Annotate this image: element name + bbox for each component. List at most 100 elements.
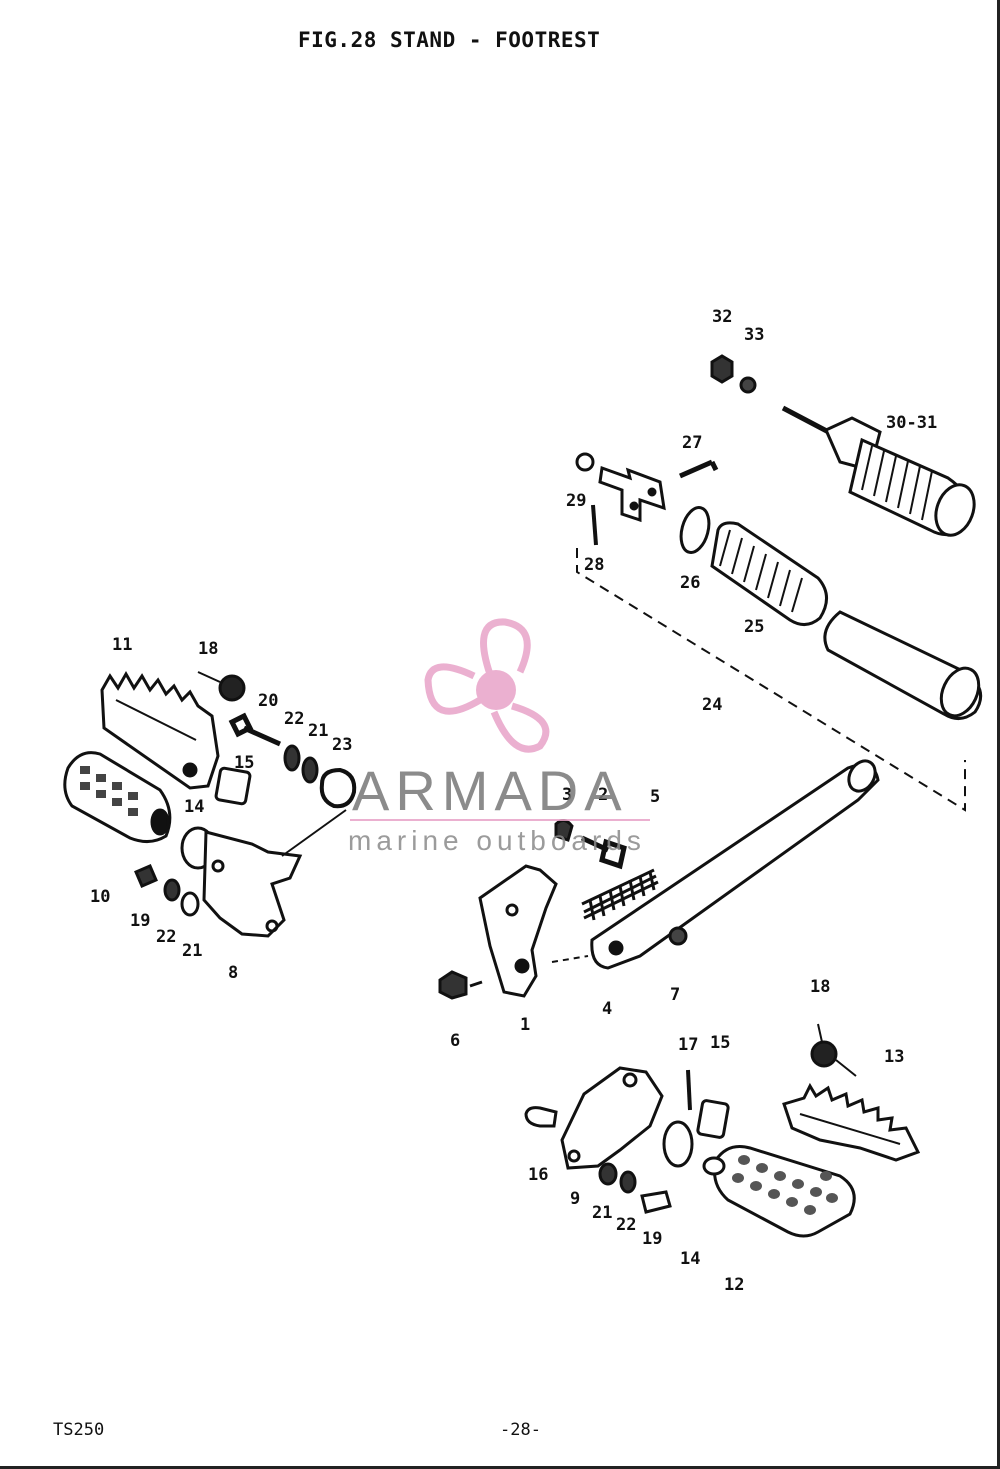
- callout-21-right: 21: [592, 1203, 612, 1223]
- callout-5: 5: [650, 787, 660, 807]
- front-right-footrest-assembly: [524, 1023, 921, 1238]
- footrest-plate-11: [100, 670, 220, 790]
- callout-3: 3: [562, 785, 572, 805]
- callout-21-upper: 21: [308, 721, 328, 741]
- washer-22-upper: [283, 744, 301, 772]
- stand-leg-4: [590, 763, 880, 970]
- spring-18-left: [197, 671, 221, 683]
- footrest-rubber-10: [63, 751, 172, 843]
- tube-end-24: [939, 666, 981, 718]
- callout-22-right: 22: [616, 1215, 636, 1235]
- propeller-icon: [424, 618, 550, 753]
- callout-33: 33: [744, 325, 764, 345]
- watermark: ARMADA marine outboards: [348, 618, 650, 856]
- callout-18-right: 18: [810, 977, 830, 997]
- pin-3: [554, 819, 574, 842]
- washer-21-right: [598, 1162, 618, 1186]
- nut-23: [319, 767, 357, 809]
- callout-28: 28: [584, 555, 604, 575]
- footrest-rubber-12: [713, 1145, 856, 1238]
- callout-8: 8: [228, 963, 238, 983]
- callout-15-right: 15: [710, 1033, 730, 1053]
- front-left-footrest-assembly: [63, 670, 357, 938]
- bolt-2: [580, 835, 627, 870]
- callout-29: 29: [566, 491, 586, 511]
- callout-30-31: 30-31: [886, 413, 937, 433]
- callout-32: 32: [712, 307, 732, 327]
- callout-21-lower: 21: [182, 941, 202, 961]
- spring-18-right: [817, 1023, 857, 1077]
- rubber-cleats-12: [732, 1155, 838, 1215]
- stand-bracket-1: [478, 864, 558, 998]
- callout-7: 7: [670, 985, 680, 1005]
- grip-ribs-30-31: [861, 445, 933, 521]
- pin-27: [678, 459, 719, 479]
- washer-29: [575, 452, 595, 472]
- pin-16: [524, 1106, 558, 1128]
- footrest-bracket-9: [560, 1066, 664, 1170]
- washer-26: [679, 506, 711, 554]
- callout-23: 23: [332, 735, 352, 755]
- callout-17: 17: [678, 1035, 698, 1055]
- footrest-rubber-25: [710, 521, 828, 626]
- callout-15-left: 15: [234, 753, 254, 773]
- washer-22-lower: [163, 878, 181, 902]
- rubber-cleats-10: [80, 766, 138, 816]
- callout-1: 1: [520, 1015, 530, 1035]
- bolt-6: [438, 970, 468, 1000]
- washer-21-upper: [301, 756, 319, 784]
- washer-21-lower: [180, 891, 200, 917]
- scan-border-bottom: [0, 1466, 1000, 1469]
- cotter-pin-28: [591, 504, 598, 546]
- footrest-bracket-24: [598, 465, 666, 523]
- footrest-bracket-8: [202, 830, 303, 938]
- rubber-ribs-25: [719, 529, 803, 613]
- spring-coil-18-right: [810, 1040, 838, 1068]
- callout-25: 25: [744, 617, 764, 637]
- watermark-brand: ARMADA: [352, 759, 628, 822]
- washer-33: [739, 376, 757, 394]
- callout-13: 13: [884, 1047, 904, 1067]
- figure-title: FIG.28 STAND - FOOTREST: [298, 28, 601, 52]
- scan-border-right: [997, 0, 1000, 1469]
- footrest-plate-13: [782, 1082, 921, 1162]
- callout-22-lower: 22: [156, 927, 176, 947]
- spring-coil-18-left: [218, 674, 246, 702]
- rear-footrest-assembly: [575, 354, 983, 812]
- callout-11: 11: [112, 635, 132, 655]
- side-stand-assembly: [438, 759, 880, 1000]
- bolt-19-right: [640, 1190, 672, 1214]
- watermark-tagline: marine outboards: [348, 825, 646, 856]
- callout-19-left: 19: [130, 911, 150, 931]
- washer-7: [668, 926, 688, 946]
- callout-27: 27: [682, 433, 702, 453]
- grip-end-cap-30-31: [934, 483, 976, 537]
- spring-5: [581, 868, 659, 921]
- plate-15-left: [214, 766, 252, 806]
- callout-18-left: 18: [198, 639, 218, 659]
- bolt-20: [228, 712, 282, 747]
- callout-22-upper: 22: [284, 709, 304, 729]
- callout-16: 16: [528, 1165, 548, 1185]
- callout-12: 12: [724, 1275, 744, 1295]
- page-number: -28-: [500, 1420, 541, 1440]
- callout-labels: 32 33 30-31 27 29 28 26 25 24 11 18 20 2…: [90, 307, 937, 1295]
- bolt-19-left: [134, 864, 158, 888]
- callout-24: 24: [702, 695, 722, 715]
- callout-14-right: 14: [680, 1249, 700, 1269]
- callout-10: 10: [90, 887, 110, 907]
- plate-15-right: [696, 1099, 730, 1139]
- ring-14-right: [662, 1120, 694, 1168]
- cotter-pin-17: [686, 1069, 692, 1111]
- callout-19-right: 19: [642, 1229, 662, 1249]
- washer-22-right: [619, 1170, 637, 1194]
- callout-9: 9: [570, 1189, 580, 1209]
- model-code: TS250: [53, 1420, 105, 1440]
- callout-20: 20: [258, 691, 278, 711]
- nut-32: [710, 354, 734, 384]
- callout-26: 26: [680, 573, 700, 593]
- callout-6: 6: [450, 1031, 460, 1051]
- callout-14-left: 14: [184, 797, 204, 817]
